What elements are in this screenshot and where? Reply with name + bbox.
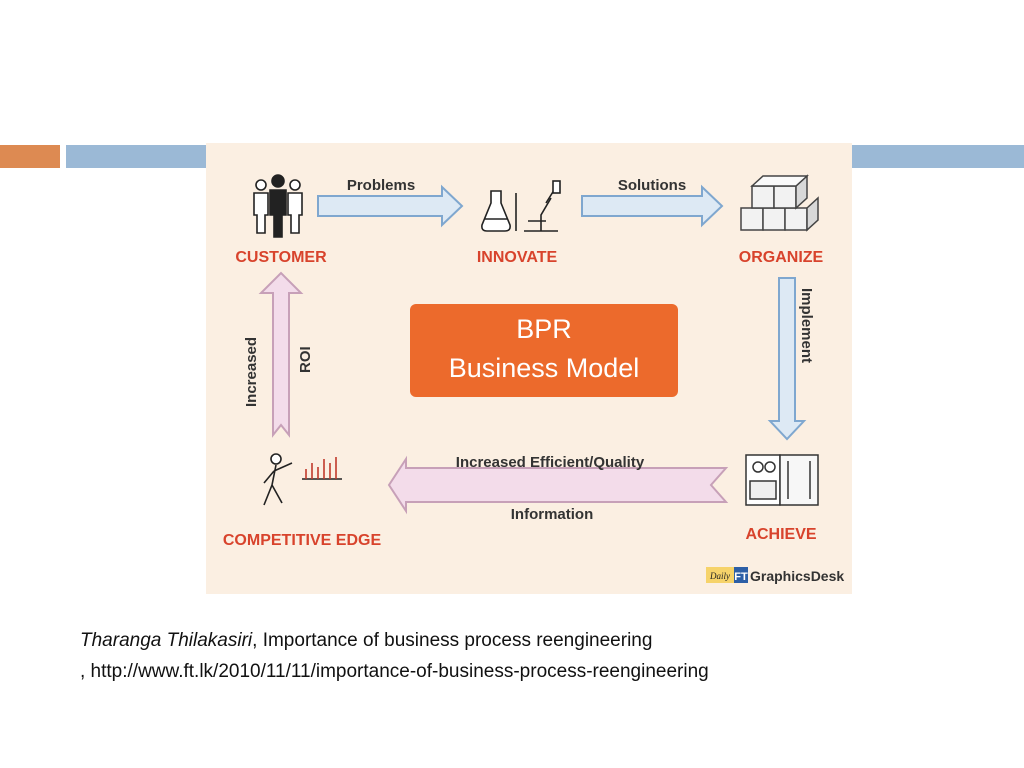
implement-arrow — [767, 277, 807, 441]
svg-text:FT: FT — [734, 571, 748, 583]
roi-label: ROI — [297, 346, 314, 373]
center-title-line1: BPR — [516, 314, 572, 344]
implement-label: Implement — [798, 288, 815, 363]
achieve-label: ACHIEVE — [745, 526, 816, 543]
caption-citation: Tharanga Thilakasiri, Importance of busi… — [80, 630, 652, 652]
competitive-edge-label: COMPETITIVE EDGE — [223, 532, 382, 549]
daily-ft-logo: Daily FT — [706, 567, 748, 583]
customer-label: CUSTOMER — [235, 249, 327, 266]
organize-label: ORGANIZE — [739, 249, 824, 266]
graphicsdesk-credit: GraphicsDesk — [750, 568, 844, 584]
problems-arrow — [317, 184, 464, 228]
cubes-icon — [740, 174, 819, 232]
people-icon — [253, 174, 303, 238]
center-title-line2: Business Model — [449, 353, 640, 383]
increased-label: Increased — [243, 337, 260, 407]
information-label: Information — [511, 506, 594, 523]
center-box — [410, 304, 678, 397]
bpr-diagram: BPR Business Model Problems Solutions Im… — [206, 143, 852, 594]
solutions-label: Solutions — [618, 177, 686, 194]
lab-icon — [481, 180, 561, 232]
problems-label: Problems — [347, 177, 415, 194]
caption-author: Tharanga Thilakasiri — [80, 630, 253, 651]
solutions-arrow — [581, 184, 724, 228]
roi-arrow — [258, 271, 304, 438]
bpr-diagram-svg: BPR Business Model Problems Solutions Im… — [223, 174, 844, 584]
innovate-label: INNOVATE — [477, 249, 558, 266]
efficiency-label: Increased Efficient/Quality — [456, 454, 645, 471]
presenter-chart-icon — [263, 453, 342, 506]
accent-bar-orange — [0, 145, 60, 168]
information-arrow — [387, 455, 729, 515]
machine-icon — [745, 454, 819, 506]
caption-url: , http://www.ft.lk/2010/11/11/importance… — [80, 661, 709, 682]
caption-title: , Importance of business process reengin… — [252, 630, 653, 651]
svg-text:Daily: Daily — [709, 571, 730, 581]
